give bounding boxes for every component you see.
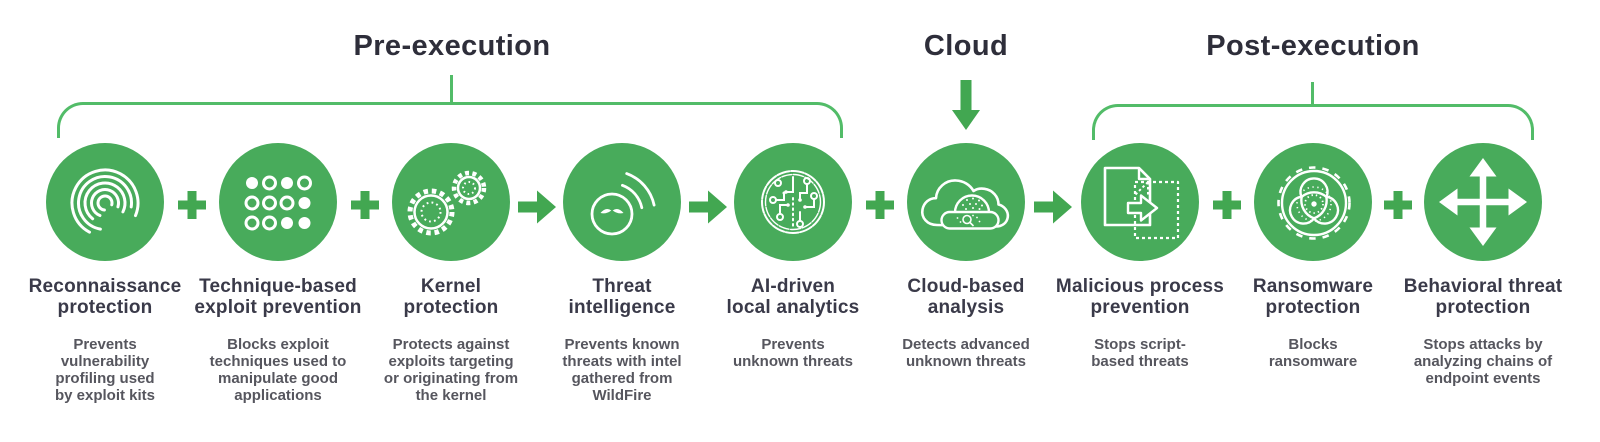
- stage-title: Reconnaissance protection: [28, 276, 182, 318]
- stage-title: Kernel protection: [403, 276, 499, 318]
- arrow-right-icon: [518, 190, 556, 224]
- stage-kernel-protection: Kernel protection Protects against explo…: [356, 143, 546, 404]
- post-execution-tick: [1311, 82, 1314, 104]
- stage-behavioral-threat-protection: Behavioral threat protection Stops attac…: [1388, 143, 1578, 387]
- stage-title: Threat intelligence: [568, 276, 676, 318]
- post-execution-bracket: [1092, 104, 1534, 140]
- stage-circle: [563, 143, 681, 261]
- dots-grid-icon: [244, 175, 312, 231]
- stage-description: Stops script- based threats: [1091, 336, 1189, 370]
- stage-description: Detects advanced unknown threats: [902, 336, 1030, 370]
- stage-title: Cloud-based analysis: [907, 276, 1025, 318]
- stage-ai-driven-local-analytics: AI-driven local analytics Prevents unkno…: [698, 143, 888, 370]
- biohazard-gear-icon: [1277, 166, 1351, 240]
- plus-icon: [1213, 191, 1241, 219]
- stage-description: Blocks ransomware: [1268, 336, 1358, 370]
- stage-circle: [392, 143, 510, 261]
- stage-description: Prevents vulnerability profiling used by…: [54, 336, 156, 404]
- stage-title: Malicious process prevention: [1055, 276, 1225, 318]
- stage-cloud-based-analysis: Cloud-based analysis Detects advanced un…: [871, 143, 1061, 370]
- section-title-pre-execution: Pre-execution: [353, 30, 551, 62]
- stage-circle: [734, 143, 852, 261]
- stage-circle: [219, 143, 337, 261]
- stage-circle: [1424, 143, 1542, 261]
- cloud-down-arrow-icon: [952, 80, 980, 130]
- stage-title: Behavioral threat protection: [1403, 276, 1563, 318]
- stage-description: Prevents known threats with intel gather…: [562, 336, 682, 404]
- wildfire-cloud-icon: [920, 179, 1010, 230]
- stage-description: Protects against exploits targeting or o…: [383, 336, 519, 404]
- stage-title: Technique-based exploit prevention: [194, 276, 362, 318]
- stage-description: Stops attacks by analyzing chains of end…: [1413, 336, 1553, 387]
- document-export-icon: [1103, 166, 1180, 240]
- stage-circle: [1254, 143, 1372, 261]
- stage-circle: [1081, 143, 1199, 261]
- plus-icon: [1384, 191, 1412, 219]
- fingerprint-icon: [70, 168, 140, 238]
- plus-icon: [178, 191, 206, 219]
- ai-circuit-icon: [761, 170, 825, 234]
- stage-technique-based-exploit-prevention: Technique-based exploit prevention Block…: [183, 143, 373, 404]
- move-arrows-icon: [1439, 158, 1527, 246]
- stage-threat-intelligence: Threat intelligence Prevents known threa…: [527, 143, 717, 404]
- pre-execution-bracket: [57, 102, 843, 138]
- stage-description: Prevents unknown threats: [732, 336, 853, 370]
- stage-ransomware-protection: Ransomware protection Blocks ransomware: [1218, 143, 1408, 370]
- stage-title: AI-driven local analytics: [726, 276, 860, 318]
- arrow-right-icon: [689, 190, 727, 224]
- stage-circle: [907, 143, 1025, 261]
- pre-execution-tick: [450, 75, 453, 102]
- stage-circle: [46, 143, 164, 261]
- stage-reconnaissance-protection: Reconnaissance protection Prevents vulne…: [10, 143, 200, 404]
- gears-icon: [407, 170, 487, 236]
- section-title-post-execution: Post-execution: [1206, 30, 1420, 62]
- plus-icon: [866, 191, 894, 219]
- plus-icon: [351, 191, 379, 219]
- stage-description: Blocks exploit techniques used to manipu…: [209, 336, 347, 404]
- arrow-right-icon: [1034, 190, 1072, 224]
- threat-face-icon: [590, 172, 656, 236]
- stage-malicious-process-prevention: Malicious process prevention Stops scrip…: [1045, 143, 1235, 370]
- section-title-cloud: Cloud: [923, 30, 1009, 62]
- stage-title: Ransomware protection: [1252, 276, 1374, 318]
